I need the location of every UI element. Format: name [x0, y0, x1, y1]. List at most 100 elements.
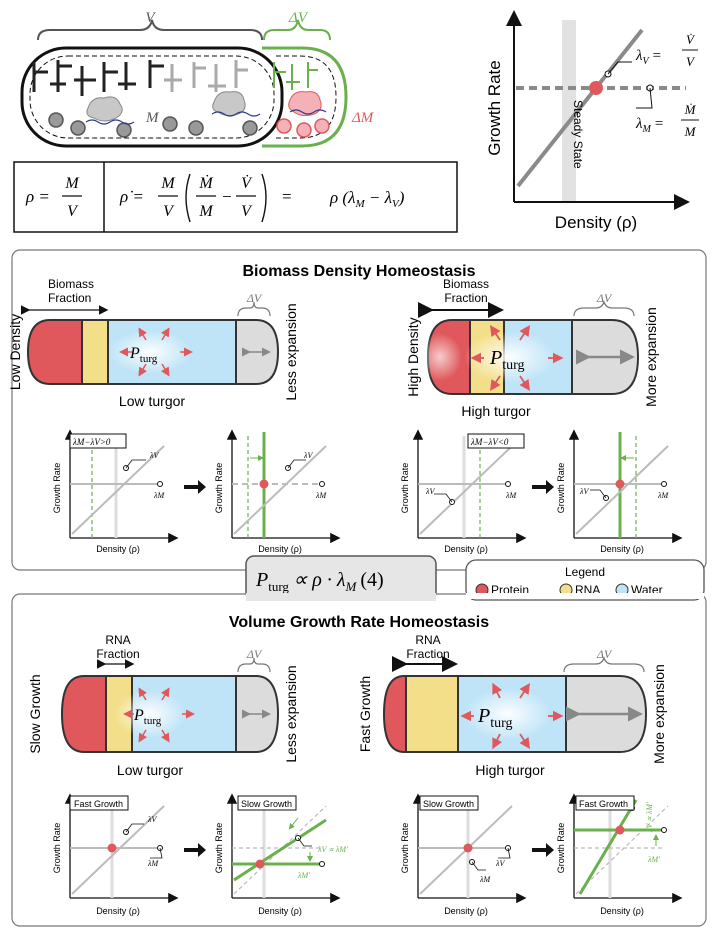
- top-cell: V ΔV: [20, 10, 375, 148]
- top-chart-lambda-v-den: V: [686, 54, 696, 69]
- eq-m2: M: [160, 175, 176, 192]
- top-chart-lambda-v-num: V̇: [686, 32, 696, 47]
- p1r-frac1: Biomass: [443, 277, 489, 291]
- p1-mini-chart-1: λM−λV>0 λV λM Growth Rate Density (ρ): [52, 429, 179, 554]
- eq-mdot: Ṁ: [198, 174, 214, 192]
- p1c2-ylabel: Growth Rate: [214, 463, 224, 514]
- p1l-side-right: Less expansion: [283, 303, 299, 400]
- p2c3-lv: λV: [495, 859, 505, 868]
- p2c3-box: Slow Growth: [423, 799, 474, 809]
- p1c2-lv: λV: [303, 451, 313, 460]
- top-chart-steady-point: [589, 81, 603, 95]
- p2c2-ylabel: Growth Rate: [214, 823, 224, 874]
- p1-mini-chart-4: λV λM Growth Rate Density (ρ): [556, 429, 683, 554]
- p1c4-ylabel: Growth Rate: [556, 463, 566, 514]
- p1c3-lm: λM: [505, 491, 517, 500]
- p1c1-lv: λV: [149, 451, 159, 460]
- p1-mini-chart-3: λM−λV<0 λV λM Growth Rate Density (ρ): [400, 429, 527, 554]
- eq-vdot: V̇: [241, 175, 253, 192]
- eq-v2: V: [163, 203, 175, 220]
- p1c4-lv: λV: [579, 487, 589, 496]
- p1c4-lm: λM: [657, 491, 669, 500]
- p2c2-box: Slow Growth: [241, 799, 292, 809]
- p1r-turgor: High turgor: [461, 403, 531, 419]
- p2c4-box: Fast Growth: [579, 799, 628, 809]
- p1r-side-right: More expansion: [643, 307, 659, 407]
- p2c1-lm: λM: [147, 859, 159, 868]
- panel1-right-cell: Biomass Fraction ΔV Pturg High Density: [405, 277, 659, 419]
- p2l-side-right: Less expansion: [283, 665, 299, 762]
- p2-mini-chart-3: Slow Growth λV λM Growth Rate Density (ρ…: [400, 793, 527, 916]
- p2c4-ylabel: Growth Rate: [556, 823, 566, 874]
- top-chart-lambda-m-num: Ṁ: [684, 102, 697, 117]
- p1c2-xlabel: Density (ρ): [258, 544, 302, 554]
- p2c3-xlabel: Density (ρ): [444, 906, 488, 916]
- p1r-frac2: Fraction: [444, 291, 487, 305]
- p2r-frac1: RNA: [415, 633, 440, 647]
- label-dm: ΔM: [351, 110, 375, 126]
- top-chart: Growth Rate Density (ρ) Steady State λV=…: [485, 10, 699, 232]
- panel2-title: Volume Growth Rate Homeostasis: [229, 614, 489, 631]
- formula-text: Pturg∝ ρ · λM(4): [255, 569, 384, 594]
- top-chart-lambda-v-line: [516, 28, 644, 188]
- p2r-frac2: Fraction: [406, 647, 449, 661]
- p2c2-lvprop: λV ∝ λM': [317, 845, 348, 854]
- p2c2-xlabel: Density (ρ): [258, 906, 302, 916]
- p2c2-lmp: λM': [297, 871, 310, 880]
- panel1-title: Biomass Density Homeostasis: [243, 263, 476, 280]
- p2-mini-chart-2: Slow Growth λV ∝ λM' λM' Growth Rate Den…: [214, 793, 348, 916]
- p2l-frac2: Fraction: [96, 647, 139, 661]
- equation-box: ρ = M V ρ̇ = M V Ṁ M − V̇ V = ρ (λM − λV…: [13, 161, 458, 233]
- label-m: M: [145, 110, 160, 126]
- p1-box-left: λM−λV>0: [72, 437, 111, 447]
- panel2-left-cell: RNA Fraction ΔV Pturg Slow Growth Less e…: [27, 633, 299, 778]
- eq-m3: M: [198, 203, 214, 220]
- p1c4-xlabel: Density (ρ): [600, 544, 644, 554]
- p2l-dv: ΔV: [246, 647, 263, 661]
- label-v: V: [145, 10, 156, 26]
- p2l-side-left: Slow Growth: [27, 674, 43, 753]
- p2r-turgor: High turgor: [475, 762, 545, 778]
- panel-volume-growth: Volume Growth Rate Homeostasis RNA Fract…: [11, 593, 707, 927]
- panel2-right-cell: RNA Fraction ΔV Pturg Fast Growth More e…: [357, 633, 667, 778]
- p1l-dv: ΔV: [246, 291, 263, 305]
- p1c1-ylabel: Growth Rate: [52, 463, 62, 514]
- top-chart-xlabel: Density (ρ): [555, 213, 637, 232]
- top-chart-lambda-v: λV=: [635, 48, 662, 67]
- eq-v: V: [67, 203, 79, 220]
- label-dv: ΔV: [288, 10, 309, 26]
- eq-rhodot-lhs: ρ̇ =: [119, 187, 144, 206]
- p2l-turgor: Low turgor: [117, 762, 183, 778]
- p1l-frac2: Fraction: [48, 291, 91, 305]
- p1r-dv: ΔV: [596, 291, 613, 305]
- p2c4-xlabel: Density (ρ): [600, 906, 644, 916]
- p2r-pturg: Pturg: [477, 705, 513, 731]
- eq-minus: −: [222, 187, 232, 206]
- p2c1-box: Fast Growth: [74, 799, 123, 809]
- panel-biomass-density: Biomass Density Homeostasis Biomass Frac…: [7, 249, 707, 571]
- top-chart-steady-state: Steady State: [571, 100, 585, 169]
- top-chart-ylabel: Growth Rate: [485, 60, 504, 155]
- p1c2-lm: λM: [315, 491, 327, 500]
- p1l-frac1: Biomass: [48, 277, 94, 291]
- p1-mini-chart-2: λV λM Growth Rate Density (ρ): [214, 429, 341, 554]
- p2c3-ylabel: Growth Rate: [400, 823, 410, 874]
- p1c1-xlabel: Density (ρ): [96, 544, 140, 554]
- p2r-dv: ΔV: [596, 647, 613, 661]
- legend-title: Legend: [565, 565, 605, 579]
- top-chart-lambda-m-den: M: [684, 124, 697, 139]
- p1c3-xlabel: Density (ρ): [444, 544, 488, 554]
- eq-m: M: [64, 175, 80, 192]
- p2c1-ylabel: Growth Rate: [52, 823, 62, 874]
- p1l-turgor: Low turgor: [119, 393, 185, 409]
- eq-v3: V: [241, 203, 253, 220]
- p2-mini-chart-4: Fast Growth λV ∝ λM' λM' Growth Rate Den…: [556, 793, 683, 916]
- p1c3-ylabel: Growth Rate: [400, 463, 410, 514]
- p2-mini-chart-1: Fast Growth λV λM Growth Rate Density (ρ…: [52, 793, 179, 916]
- p2c4-lvprop: λV ∝ λM': [645, 802, 654, 833]
- eq-rhs: ρ (λM − λV): [329, 188, 405, 210]
- p2c4-lmp: λM': [647, 855, 660, 864]
- p2l-pturg: Pturg: [133, 707, 162, 727]
- p1l-side-left: Low Density: [7, 314, 23, 390]
